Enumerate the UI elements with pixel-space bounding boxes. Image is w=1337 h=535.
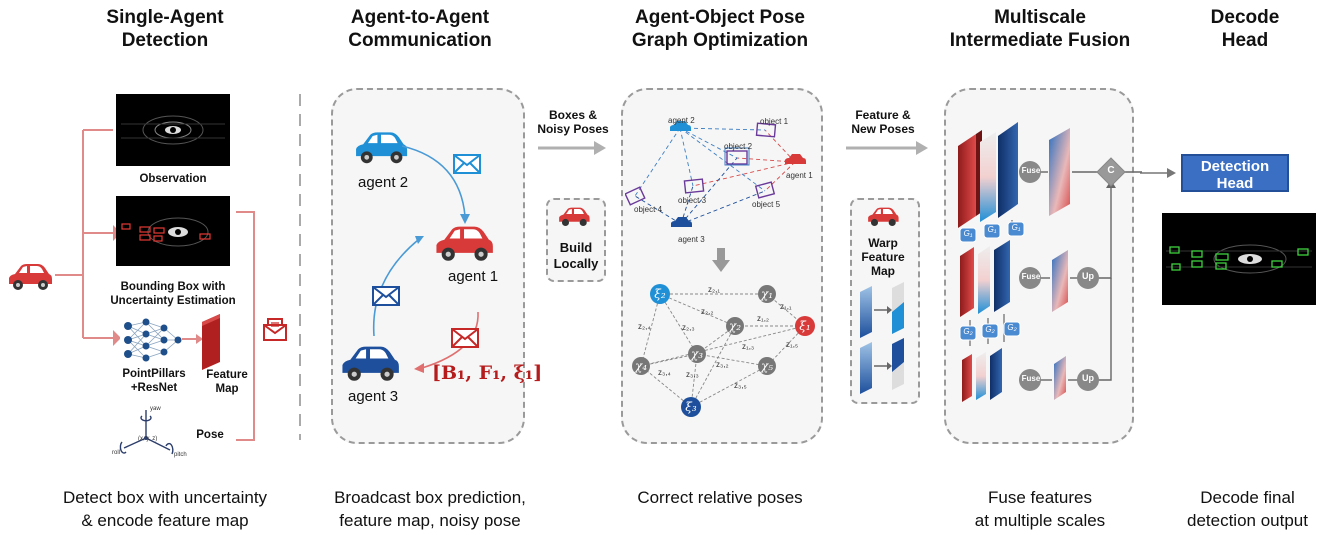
edge-z33: z₃,₃	[686, 370, 699, 379]
feature-map-icon	[202, 314, 220, 370]
multiscale-fusion-diagram	[958, 122, 1142, 402]
edge-z32: z₃,₂	[716, 360, 729, 369]
scene-agent2-label: agent 2	[668, 116, 695, 125]
warp-illustration	[860, 282, 904, 394]
agent2-label: agent 2	[358, 174, 409, 191]
edge-z15: z₁,₅	[786, 340, 799, 349]
arrow-to-pose-graph	[538, 141, 606, 155]
communication-arrows	[372, 145, 479, 373]
scene-object4-label: object 4	[634, 205, 663, 214]
scene-object1-label: object 1	[760, 117, 789, 126]
agent1-car-icon	[436, 226, 493, 261]
agent1-label: agent 1	[448, 268, 499, 285]
node-xi2: ξ₂	[654, 287, 666, 301]
fuse-level3: Fuse	[1021, 374, 1041, 383]
message-content-label: [B₁, F₁, ξ₁]	[432, 362, 543, 384]
node-chi2: χ₂	[728, 319, 742, 333]
envelope-icon-blue-1	[453, 154, 481, 174]
agent-object-scene	[625, 121, 806, 227]
agent3-label: agent 3	[348, 388, 399, 405]
fuse-level2: Fuse	[1021, 272, 1041, 281]
backbone-label: PointPillars+ResNet	[122, 368, 186, 394]
edge-z11: z₁,₁	[780, 302, 792, 311]
scene-object3-label: object 3	[678, 196, 707, 205]
pose-roll-label: roll	[112, 450, 121, 456]
caption-single-agent: Detect box with uncertainty& encode feat…	[62, 488, 268, 530]
send-envelope-icon	[263, 318, 287, 341]
ego-car-icon	[9, 264, 52, 290]
up-level2: Up	[1082, 271, 1094, 281]
envelope-icon-red	[451, 328, 479, 348]
neural-network-icon	[124, 318, 182, 362]
edge-z21: z₂,₁	[708, 285, 721, 294]
agent2-car-icon	[356, 132, 408, 164]
g-label-1b: G₁	[987, 225, 997, 234]
caption-communication: Broadcast box prediction,feature map, no…	[334, 488, 526, 530]
edge-z24: z₂,₄	[638, 322, 651, 331]
pose-xyz-label: (x, y, z)	[138, 436, 158, 442]
g-label-1a: G₁	[963, 229, 973, 238]
edge-z13: z₁,₃	[742, 342, 755, 351]
g-label-2a: G₂	[963, 327, 973, 336]
edge-z34: z₃,₄	[658, 368, 671, 377]
arrow-to-detection-head	[1140, 168, 1176, 178]
build-locally-car-icon	[559, 207, 590, 226]
agent3-car-icon	[342, 346, 399, 381]
arrow-to-pose-graph-nodes	[712, 248, 730, 272]
arrow-to-fusion	[846, 141, 928, 155]
boxes-noisy-poses-label: Boxes &Noisy Poses	[537, 108, 609, 136]
scene-agent3-label: agent 3	[678, 235, 705, 244]
node-xi3: ξ₃	[685, 400, 697, 414]
envelope-icon-blue-2	[372, 286, 400, 306]
factor-graph	[632, 284, 815, 417]
observation-lidar-image	[116, 94, 230, 166]
stage1-connectors	[55, 129, 120, 346]
detection-output-image	[1162, 213, 1316, 305]
pose-yaw-label: yaw	[150, 406, 161, 412]
caption-pose-graph: Correct relative poses	[637, 488, 803, 507]
pose-pitch-label: pitch	[174, 452, 187, 458]
edge-z23: z₂,₃	[682, 323, 695, 332]
edge-z22: z₂,₂	[701, 307, 714, 316]
node-chi5: χ₅	[760, 359, 774, 373]
pose-axes-icon	[119, 410, 174, 455]
scene-agent1-label: agent 1	[786, 171, 813, 180]
stage1-output-bracket	[236, 211, 255, 441]
bounding-box-lidar-image	[116, 196, 230, 266]
g-label-1c: G₁	[1011, 223, 1021, 232]
edge-z12: z₁,₂	[757, 314, 770, 323]
observation-label: Observation	[139, 173, 207, 185]
scene-object5-label: object 5	[752, 200, 781, 209]
concat-node: C	[1107, 165, 1115, 176]
node-chi1: χ₁	[760, 287, 774, 301]
feature-new-poses-label: Feature &New Poses	[851, 108, 915, 136]
fuse-level1: Fuse	[1021, 166, 1041, 175]
node-chi4: χ₄	[634, 359, 648, 373]
pose-label: Pose	[196, 429, 224, 441]
g-label-2b: G₂	[985, 325, 995, 334]
edge-z35: z₃,₅	[734, 381, 747, 390]
arrow-to-feature-map	[182, 334, 203, 344]
up-level3: Up	[1082, 373, 1094, 383]
node-chi3: χ₃	[690, 347, 704, 361]
warp-car-icon	[868, 207, 899, 226]
stage-separator	[299, 94, 301, 440]
g-label-2c: G₂	[1007, 323, 1017, 332]
scene-object2-label: object 2	[724, 142, 753, 151]
node-xi1: ξ₁	[799, 319, 811, 333]
